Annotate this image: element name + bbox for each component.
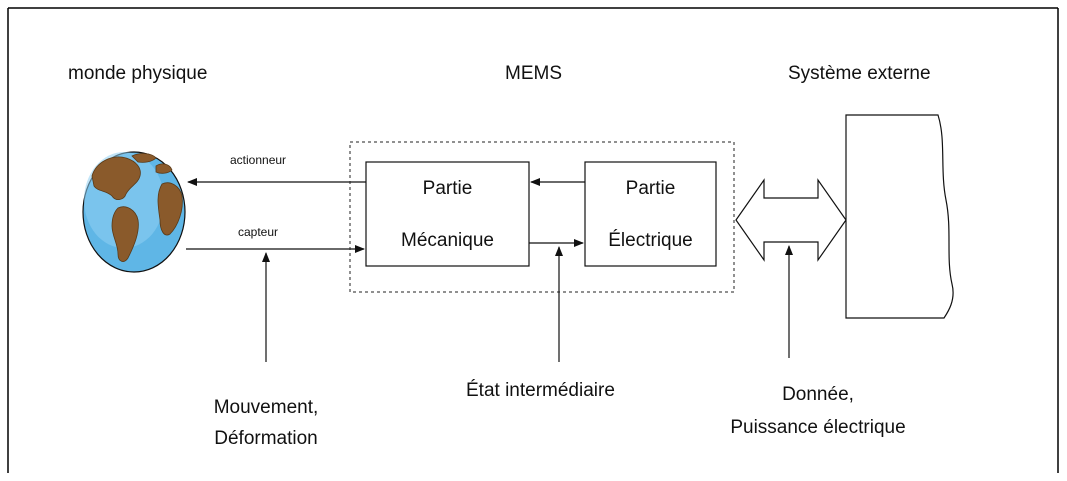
mechanical-label-line2: Mécanique bbox=[366, 230, 529, 252]
bidirectional-arrow bbox=[736, 180, 846, 260]
mechanical-label-line1: Partie bbox=[366, 178, 529, 200]
movement-label-line1: Mouvement, bbox=[186, 397, 346, 419]
physical-world-header: monde physique bbox=[68, 63, 207, 85]
electrical-label-line2: Électrique bbox=[585, 230, 716, 252]
external-system-header: Système externe bbox=[788, 63, 931, 85]
sensor-label: capteur bbox=[238, 225, 278, 239]
data-power-label-line2: Puissance électrique bbox=[718, 417, 918, 439]
actuator-label: actionneur bbox=[230, 153, 286, 167]
movement-label-line2: Déformation bbox=[186, 428, 346, 450]
mems-header: MEMS bbox=[505, 63, 562, 85]
external-system-shape bbox=[846, 115, 953, 318]
intermediate-state-label: État intermédiaire bbox=[466, 380, 615, 402]
electrical-label-line1: Partie bbox=[585, 178, 716, 200]
globe-icon bbox=[83, 152, 185, 272]
data-power-label-line1: Donnée, bbox=[718, 384, 918, 406]
